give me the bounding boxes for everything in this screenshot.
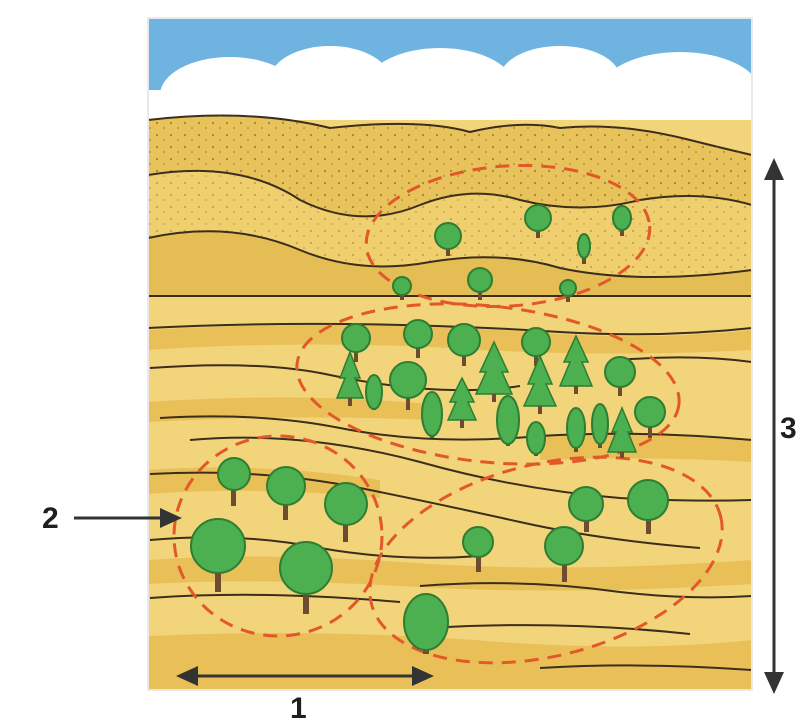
tree xyxy=(497,396,519,446)
label-1: 1 xyxy=(290,694,307,724)
label-3: 3 xyxy=(780,414,797,444)
arrow-2 xyxy=(74,508,182,528)
tree xyxy=(527,422,545,456)
tree xyxy=(422,392,442,438)
tree xyxy=(366,375,382,410)
label-2: 2 xyxy=(42,504,59,534)
scene xyxy=(148,18,760,700)
